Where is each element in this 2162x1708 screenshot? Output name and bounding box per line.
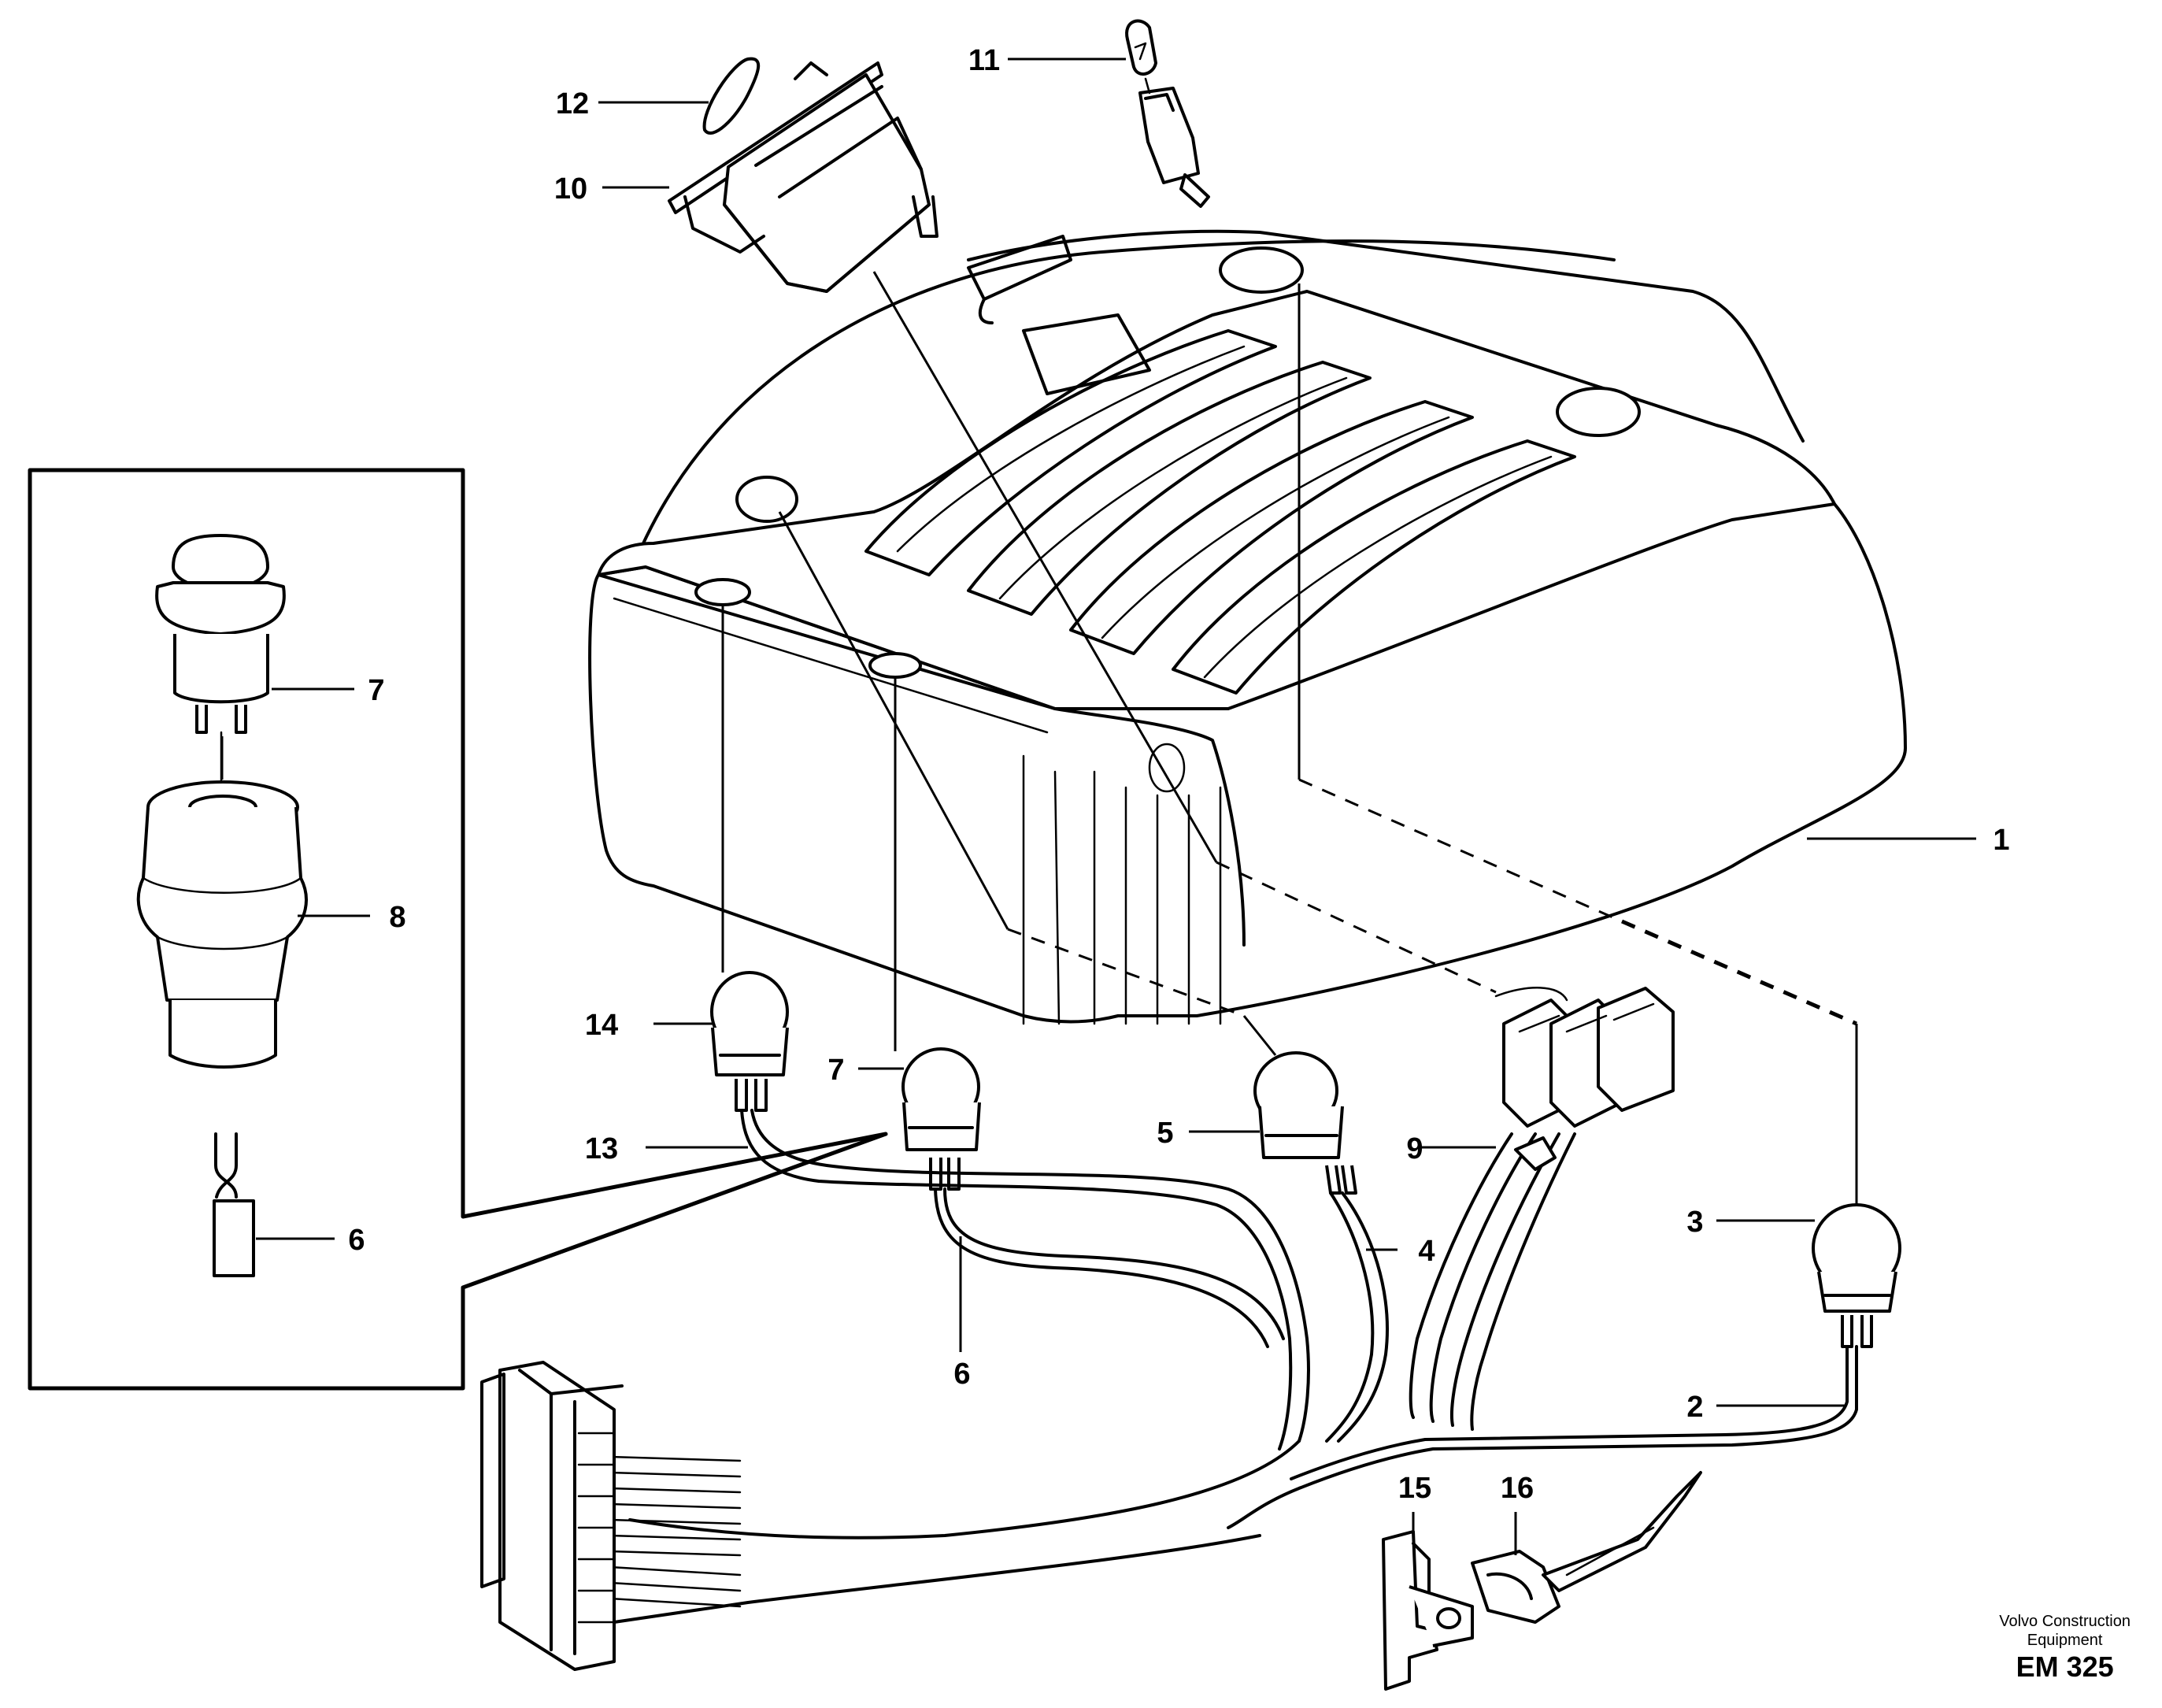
callout-4: 4 <box>1418 1235 1435 1268</box>
callout-labels: 1 2 3 4 5 6 6 7 7 8 9 10 11 12 13 14 15 … <box>348 44 2009 1505</box>
detail-lens-holder <box>136 731 308 1069</box>
push-button-7 <box>901 1047 981 1191</box>
detail-cable <box>213 1132 255 1277</box>
callout-10: 10 <box>554 172 587 206</box>
callout-6-harness: 6 <box>953 1358 970 1391</box>
callout-8: 8 <box>389 901 405 934</box>
push-button-5 <box>1253 1051 1357 1195</box>
cable-clip <box>1382 1530 1474 1691</box>
drawing-footer: Volvo Construction Equipment EM 325 <box>1999 1612 2131 1684</box>
callout-1: 1 <box>1993 824 2009 857</box>
cable-harness <box>609 1109 1858 1624</box>
manufacturer-line-1: Volvo Construction <box>1999 1613 2131 1630</box>
callout-2: 2 <box>1686 1391 1703 1424</box>
cable-tie <box>1471 1471 1702 1624</box>
callout-14: 14 <box>585 1009 618 1042</box>
callout-7-harness: 7 <box>827 1054 844 1087</box>
drawing-code: EM 325 <box>2016 1651 2114 1683</box>
callout-6-detail: 6 <box>348 1224 365 1257</box>
callout-13: 13 <box>585 1132 618 1165</box>
connector-group-9 <box>1494 987 1675 1171</box>
rocker-switch-assembly <box>668 61 938 293</box>
control-panel-housing <box>588 229 1907 1025</box>
callout-7-detail: 7 <box>368 674 384 707</box>
multi-pin-connector <box>480 1361 624 1671</box>
callout-9: 9 <box>1406 1132 1423 1165</box>
callout-12: 12 <box>556 87 589 120</box>
manufacturer-line-2: Equipment <box>2027 1632 2103 1649</box>
callout-11: 11 <box>968 44 1000 77</box>
callout-leaders <box>256 57 1976 1555</box>
callout-16: 16 <box>1501 1472 1534 1505</box>
callout-3: 3 <box>1686 1206 1703 1239</box>
bulb-holder <box>1125 19 1210 208</box>
push-button-3 <box>1812 1203 1901 1348</box>
callout-5: 5 <box>1157 1117 1173 1150</box>
detail-inset-frame <box>28 468 888 1391</box>
callout-15: 15 <box>1398 1472 1431 1505</box>
switch-cap <box>702 57 761 135</box>
push-button-14 <box>710 971 789 1112</box>
detail-push-button <box>155 534 286 734</box>
assembly-lines <box>220 271 1858 1205</box>
